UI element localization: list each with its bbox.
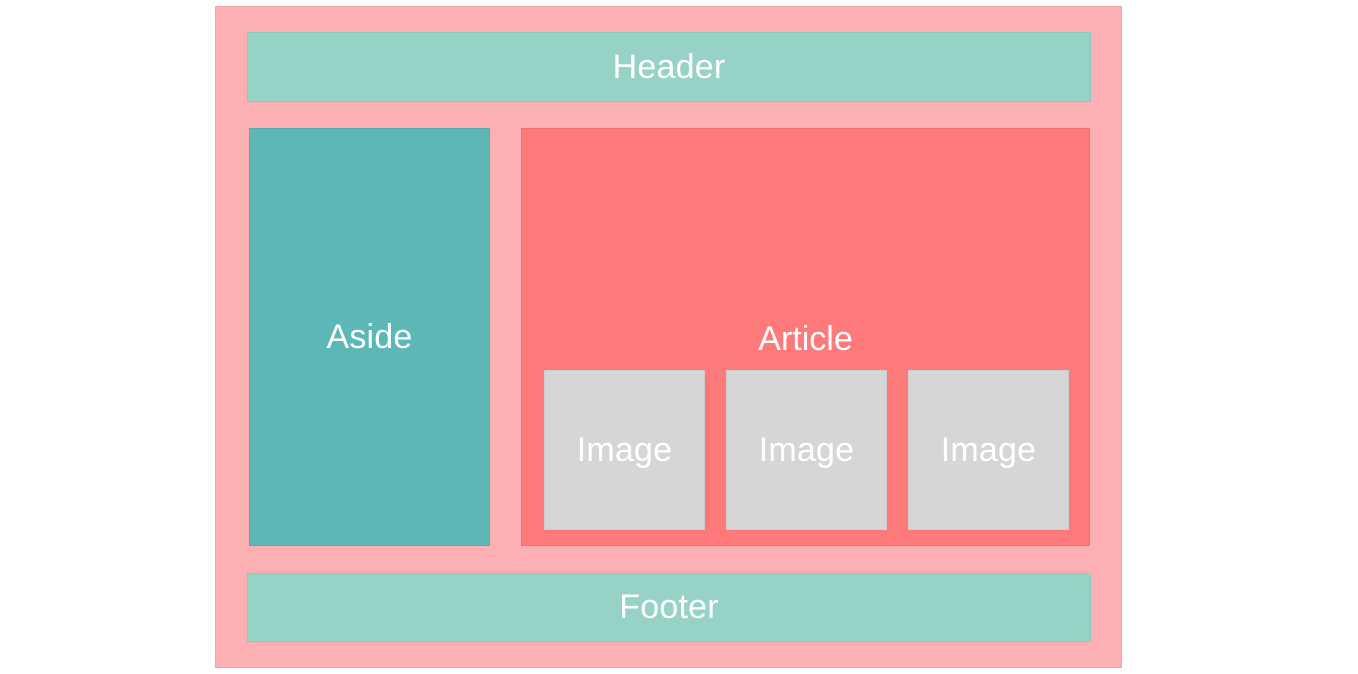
image-label-1: Image — [576, 430, 673, 469]
header-block: Header — [247, 32, 1091, 102]
image-block-2: Image — [726, 370, 887, 530]
image-block-3: Image — [908, 370, 1069, 530]
image-label-2: Image — [758, 430, 855, 469]
footer-label: Footer — [619, 588, 719, 626]
footer-block: Footer — [247, 573, 1091, 642]
header-label: Header — [612, 47, 726, 86]
image-label-3: Image — [940, 430, 1037, 469]
article-label: Article — [758, 319, 853, 358]
image-block-1: Image — [544, 370, 705, 530]
aside-block: Aside — [249, 128, 490, 546]
aside-label: Aside — [326, 317, 413, 356]
